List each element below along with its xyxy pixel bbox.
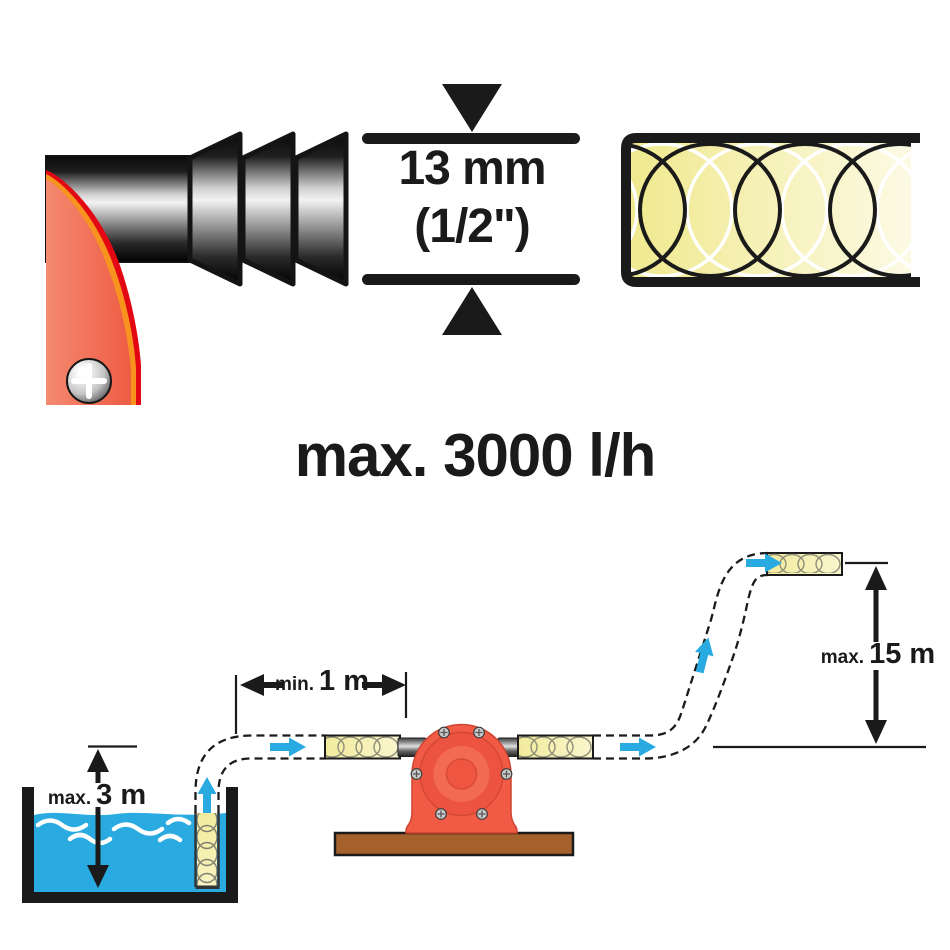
flow-arrow-right-icon [746,553,782,573]
hose-section-delivery [517,734,594,760]
dimension-arrow-down-icon [442,84,502,132]
water [34,812,226,892]
flow-arrow-right-icon [620,737,656,757]
pump-housing-corner [46,170,141,405]
water-waves [35,816,192,846]
inlet-distance-value: 1 m [319,665,370,697]
installation-schematic [22,551,926,903]
diameter-imperial: (1/2") [414,200,530,253]
flow-arrows [197,553,782,813]
screw-icon [66,358,112,404]
arrow-down-icon [87,807,109,888]
flow-arrow-up-icon [197,777,217,813]
suction-depth-prefix: max. [47,788,92,809]
delivery-head-value: 15 m [869,638,936,670]
dimension-ticks [88,561,926,749]
pump-screws [410,726,513,820]
inlet-distance-label: min.1 m [242,665,402,702]
pump-illustration [405,723,518,834]
inlet-distance-prefix: min. [274,674,315,695]
hose-weave-pattern [631,143,911,277]
arrow-up-icon [865,566,887,642]
arrow-left-icon [240,674,284,696]
measurement-arrows [87,566,887,888]
arrow-right-icon [362,674,406,696]
delivery-head-prefix: max. [820,647,865,668]
delivery-head-label: max.15 m [798,638,950,675]
hose-section-suction [324,734,401,760]
flow-arrow-up-icon [695,637,714,674]
hose-cross-section [621,133,920,287]
dimension-bar-top [362,133,580,144]
delivery-hose [593,551,769,760]
dimension-arrow-up-icon [442,287,502,335]
flow-rate-title: max. 3000 l/h [294,422,657,489]
suction-depth-value: 3 m [96,779,147,811]
mounting-board [333,831,575,857]
arrow-up-icon [87,749,109,783]
arrow-down-icon [865,670,887,744]
dimension-bar-bottom [362,274,580,285]
diameter-metric: 13 mm [398,142,546,195]
water-tank [22,787,238,903]
flow-arrow-right-icon [270,737,306,757]
hose-connector-illustration [45,131,349,405]
suction-hose [194,734,326,889]
suction-depth-label: max.3 m [17,779,177,816]
hose-barbs [187,131,349,287]
